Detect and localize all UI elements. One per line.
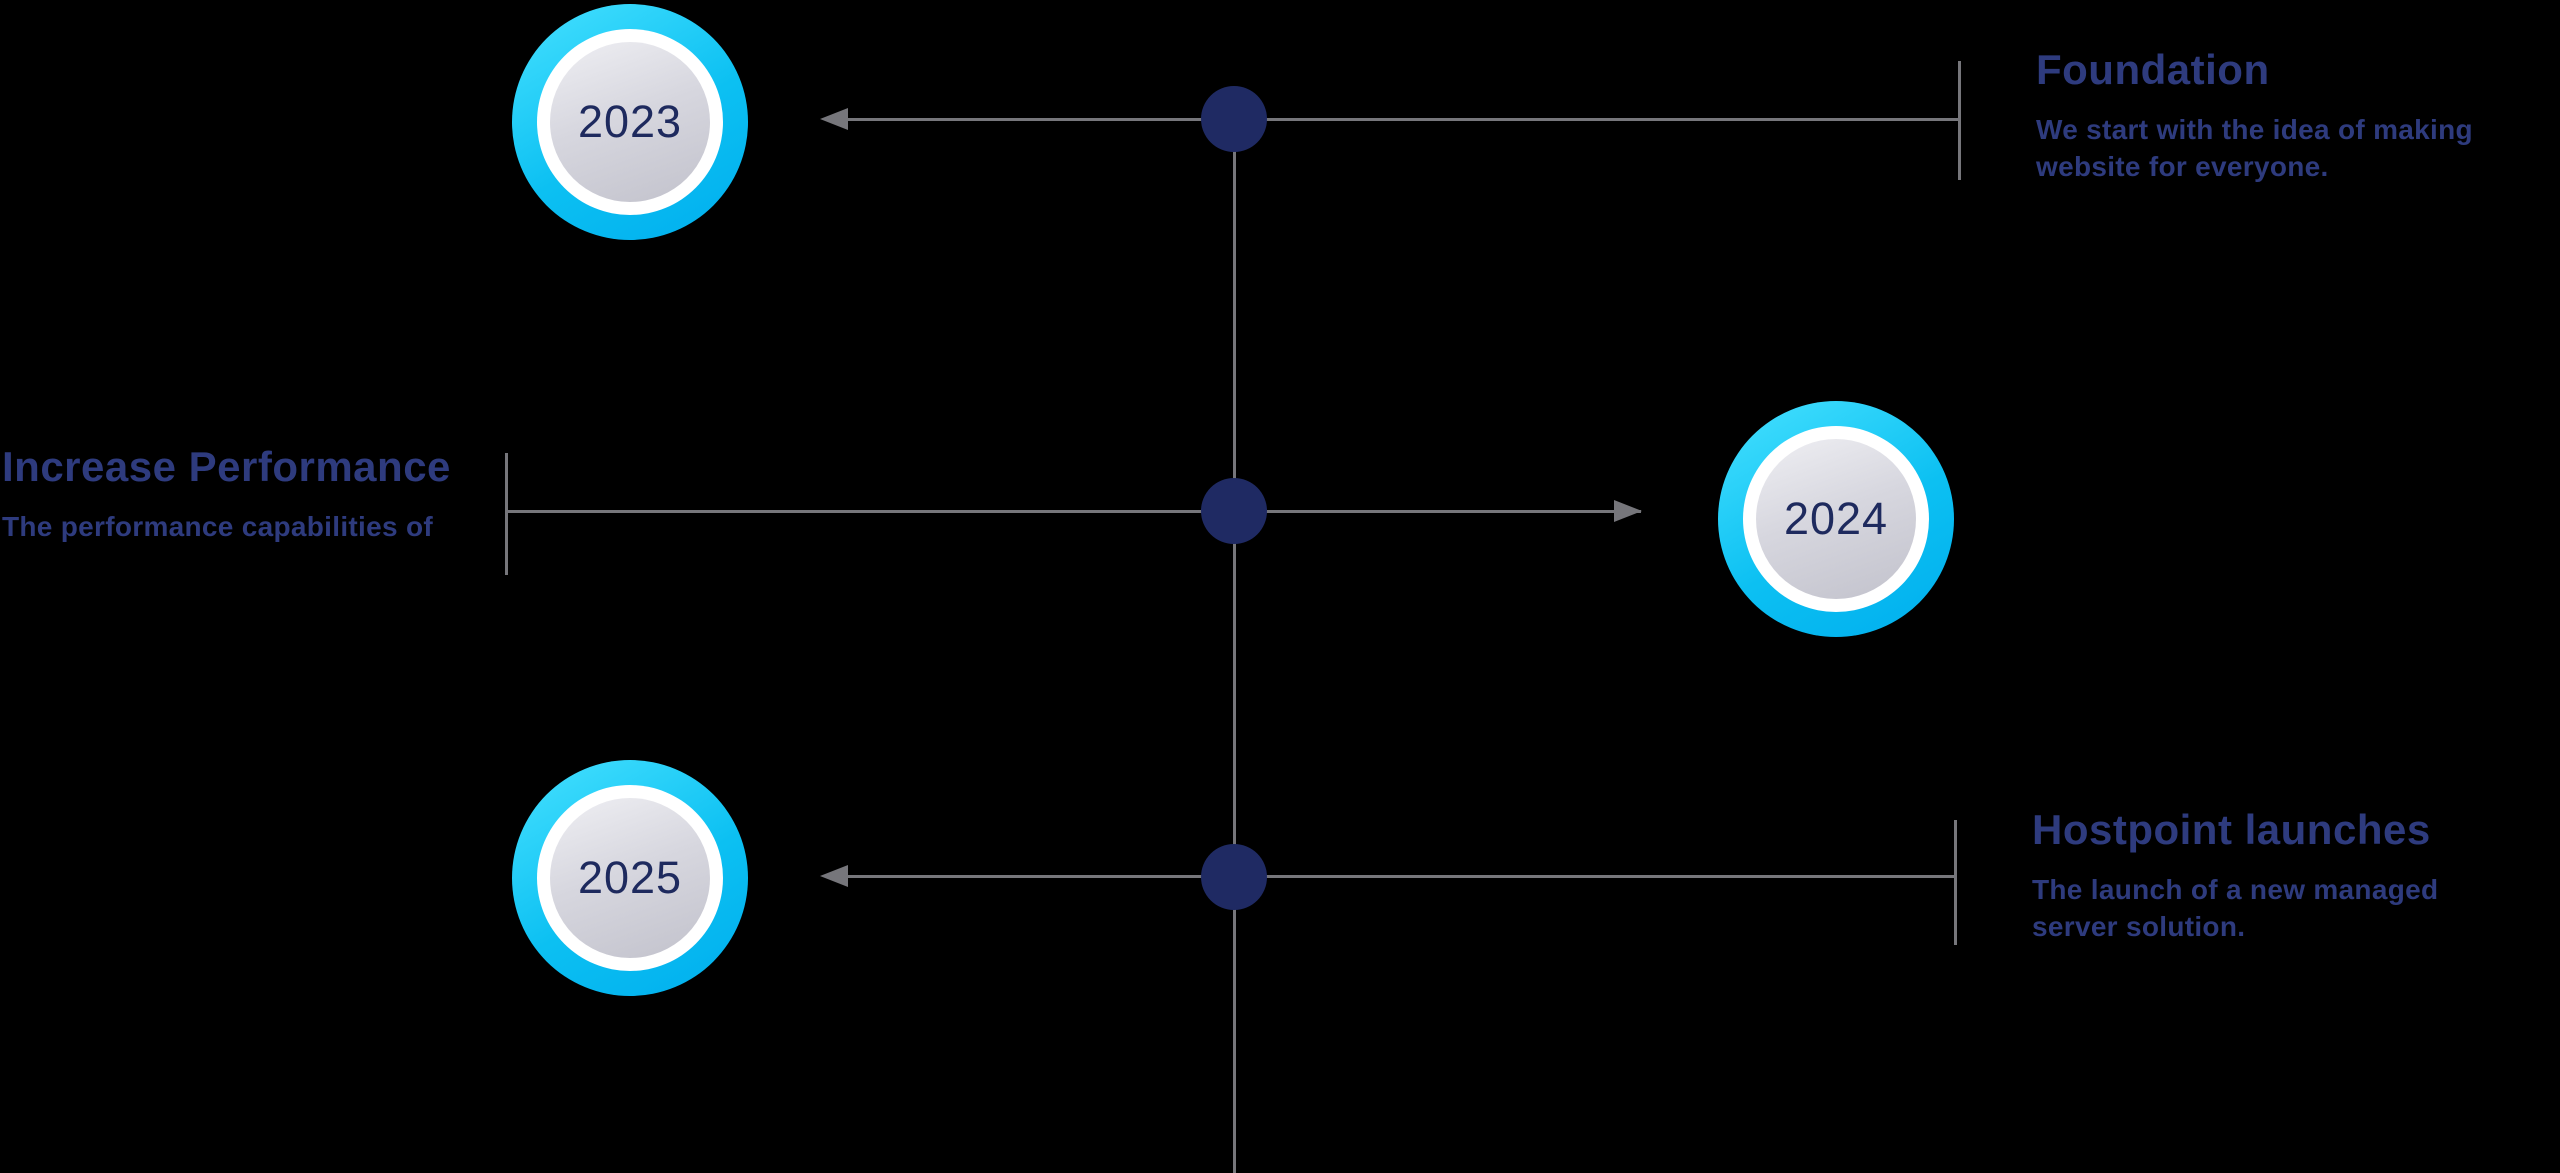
timeline-dot-2024	[1201, 478, 1267, 544]
timeline-axis-line	[1233, 119, 1236, 1173]
year-badge-core: 2025	[550, 798, 710, 958]
arrowhead-left-icon	[820, 865, 848, 887]
year-badge-white-ring: 2025	[537, 785, 723, 971]
event-description: The launch of a new managed server solut…	[2032, 874, 2439, 942]
event-title: Foundation	[2036, 46, 2270, 93]
event-foundation: Foundation We start with the idea of mak…	[2036, 46, 2526, 186]
timeline-dot-2025	[1201, 844, 1267, 910]
year-badge-core: 2024	[1756, 439, 1916, 599]
year-badge-core: 2023	[550, 42, 710, 202]
year-badge-2025: 2025	[512, 760, 748, 996]
arrowhead-left-icon	[820, 108, 848, 130]
year-badge-white-ring: 2024	[1743, 426, 1929, 612]
event-hostpoint-launches: Hostpoint launches The launch of a new m…	[2032, 806, 2512, 946]
year-label-2024: 2024	[1783, 493, 1889, 544]
event-description: The performance capabilities of	[2, 511, 433, 542]
connector-line-2024	[506, 510, 1641, 513]
tick-hostpoint-launches	[1954, 820, 1957, 945]
timeline-dot-2023	[1201, 86, 1267, 152]
tick-increase-performance	[505, 453, 508, 575]
year-badge-2024: 2024	[1718, 401, 1954, 637]
tick-foundation	[1958, 61, 1961, 180]
year-label-2025: 2025	[577, 852, 683, 903]
year-badge-2023: 2023	[512, 4, 748, 240]
year-badge-white-ring: 2023	[537, 29, 723, 215]
event-description: We start with the idea of making website…	[2036, 114, 2473, 182]
event-title: Increase Performance	[2, 443, 451, 490]
arrowhead-right-icon	[1614, 500, 1642, 522]
connector-line-2025	[829, 875, 1955, 878]
event-title: Hostpoint launches	[2032, 806, 2431, 853]
year-label-2023: 2023	[577, 96, 683, 147]
event-increase-performance: Increase Performance The performance cap…	[2, 443, 522, 546]
connector-line-2023	[829, 118, 1959, 121]
